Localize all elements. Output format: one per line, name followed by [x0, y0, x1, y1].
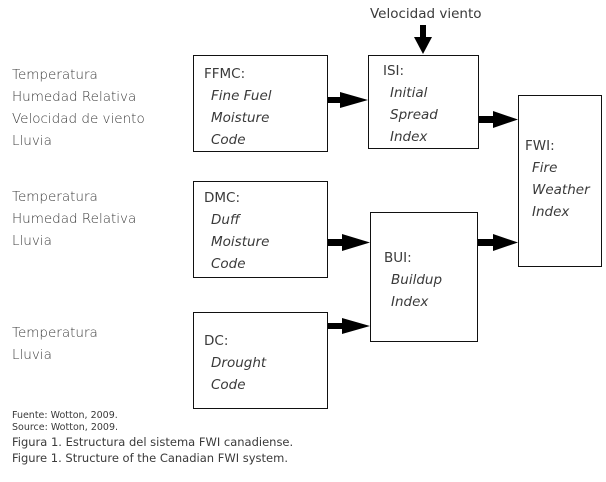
fwi-box: FWI: Fire Weather Index	[518, 95, 602, 267]
box-desc: Code	[211, 132, 246, 148]
box-code: FWI:	[525, 138, 555, 154]
inputs-ffmc: Temperatura Humedad Relativa Velocidad d…	[12, 64, 145, 152]
box-desc: Fire	[532, 160, 558, 176]
bui-box: BUI: Buildup Index	[370, 212, 478, 342]
box-code: BUI:	[384, 250, 412, 266]
source-es: Fuente: Wotton, 2009.	[12, 410, 118, 421]
dmc-box: DMC: Duff Moisture Code	[193, 181, 328, 278]
box-desc: Code	[211, 256, 246, 272]
input-label: Lluvia	[12, 347, 52, 363]
ffmc-box: FFMC: Fine Fuel Moisture Code	[193, 55, 328, 152]
isi-box: ISI: Initial Spread Index	[368, 55, 479, 149]
box-code: DC:	[204, 333, 229, 349]
box-code: DMC:	[204, 190, 241, 206]
input-label: Temperatura	[12, 189, 98, 205]
box-desc: Fine Fuel	[211, 88, 272, 104]
box-desc: Duff	[211, 212, 240, 228]
figure-notes: Fuente: Wotton, 2009. Source: Wotton, 20…	[12, 410, 293, 466]
box-desc: Moisture	[211, 234, 270, 250]
input-label: Temperatura	[12, 67, 98, 83]
box-desc: Buildup	[391, 272, 443, 288]
arrow-dmc-to-bui	[328, 234, 370, 251]
dc-box: DC: Drought Code	[193, 312, 328, 409]
input-label: Velocidad de viento	[12, 111, 145, 127]
arrow-ffmc-to-isi	[328, 92, 368, 108]
source-en: Source: Wotton, 2009.	[12, 422, 119, 433]
input-label: Lluvia	[12, 233, 52, 249]
box-desc: Drought	[211, 355, 267, 371]
input-label: Humedad Relativa	[12, 211, 137, 227]
input-label: Lluvia	[12, 133, 52, 149]
box-desc: Initial	[390, 85, 428, 101]
box-code: ISI:	[383, 63, 405, 79]
box-desc: Index	[390, 129, 428, 145]
inputs-dc: Temperatura Lluvia	[12, 322, 98, 366]
box-code: FFMC:	[204, 66, 246, 82]
box-desc: Code	[211, 377, 246, 393]
input-label: Temperatura	[12, 325, 98, 341]
inputs-dmc: Temperatura Humedad Relativa Lluvia	[12, 186, 136, 252]
arrow-dc-to-bui	[328, 318, 370, 334]
caption-es: Figura 1. Estructura del sistema FWI can…	[12, 435, 294, 449]
box-desc: Index	[391, 294, 429, 310]
caption-en: Figure 1. Structure of the Canadian FWI …	[12, 451, 288, 465]
arrow-isi-to-fwi	[479, 111, 518, 128]
arrow-wind-to-isi	[414, 25, 432, 54]
box-desc: Spread	[390, 107, 438, 123]
arrow-bui-to-fwi	[478, 234, 518, 251]
box-desc: Weather	[532, 182, 590, 198]
input-label: Humedad Relativa	[12, 89, 137, 105]
box-desc: Index	[532, 204, 570, 220]
box-desc: Moisture	[211, 110, 270, 126]
wind-label: Velocidad viento	[370, 6, 482, 22]
